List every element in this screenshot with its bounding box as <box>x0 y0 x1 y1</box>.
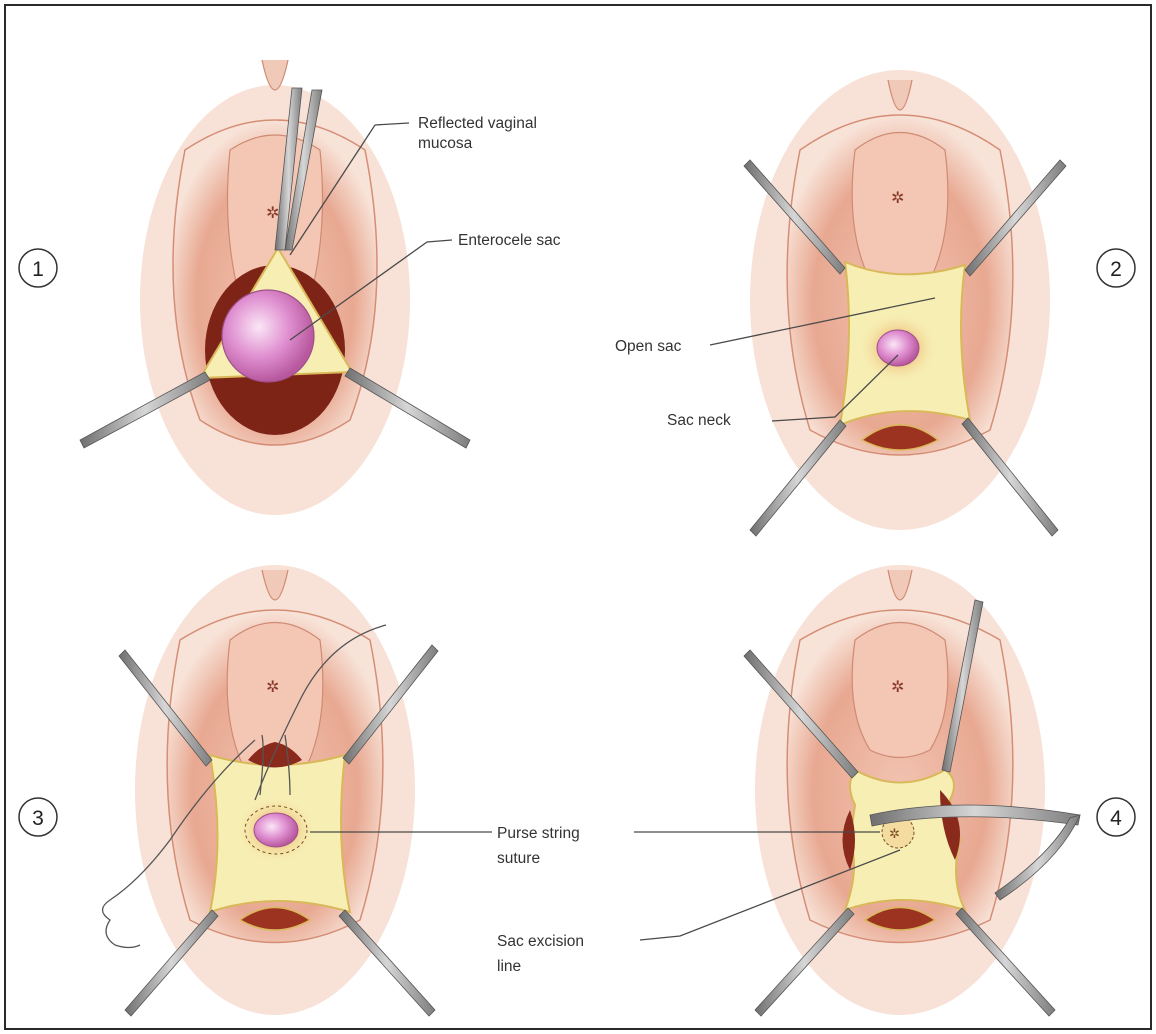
label-reflected-mucosa-1: Reflected vaginal <box>418 115 537 132</box>
step-marker-1: 1 <box>19 249 57 287</box>
panel-3-urethra: ✲ <box>266 679 279 696</box>
panel-2-inner-labia <box>852 133 948 288</box>
label-purse-string-1: Purse string <box>497 825 580 842</box>
step-number-3: 3 <box>32 807 44 830</box>
label-purse-string-2: suture <box>497 850 540 867</box>
panel-2-illustration: ✲ <box>744 70 1066 536</box>
panel-1-enterocele-sac <box>222 290 314 382</box>
step-number-2: 2 <box>1110 258 1122 281</box>
label-excision-line-2: line <box>497 958 521 975</box>
panel-1-leader-mucosa <box>375 123 409 125</box>
step-number-4: 4 <box>1110 807 1122 830</box>
step-number-1: 1 <box>32 258 44 281</box>
label-excision-line-1: Sac excision <box>497 933 584 950</box>
panel-2-urethra: ✲ <box>891 190 904 207</box>
panel-4-knot: ✲ <box>889 826 900 841</box>
label-open-sac: Open sac <box>615 338 682 355</box>
step-marker-2: 2 <box>1097 249 1135 287</box>
label-sac-neck: Sac neck <box>667 412 731 429</box>
panel-2-open-sac <box>877 330 919 366</box>
step-marker-3: 3 <box>19 798 57 836</box>
panel-4-illustration: ✲ ✲ <box>744 565 1080 1016</box>
step-marker-4: 4 <box>1097 798 1135 836</box>
label-enterocele-sac: Enterocele sac <box>458 232 561 249</box>
panel-3-sac <box>254 813 298 847</box>
panel-4-urethra: ✲ <box>891 679 904 696</box>
panel-1-illustration: ✲ <box>80 60 470 515</box>
panel-3-illustration: ✲ <box>103 565 439 1016</box>
label-reflected-mucosa-2: mucosa <box>418 135 473 152</box>
panel-1-urethra: ✲ <box>266 205 279 222</box>
